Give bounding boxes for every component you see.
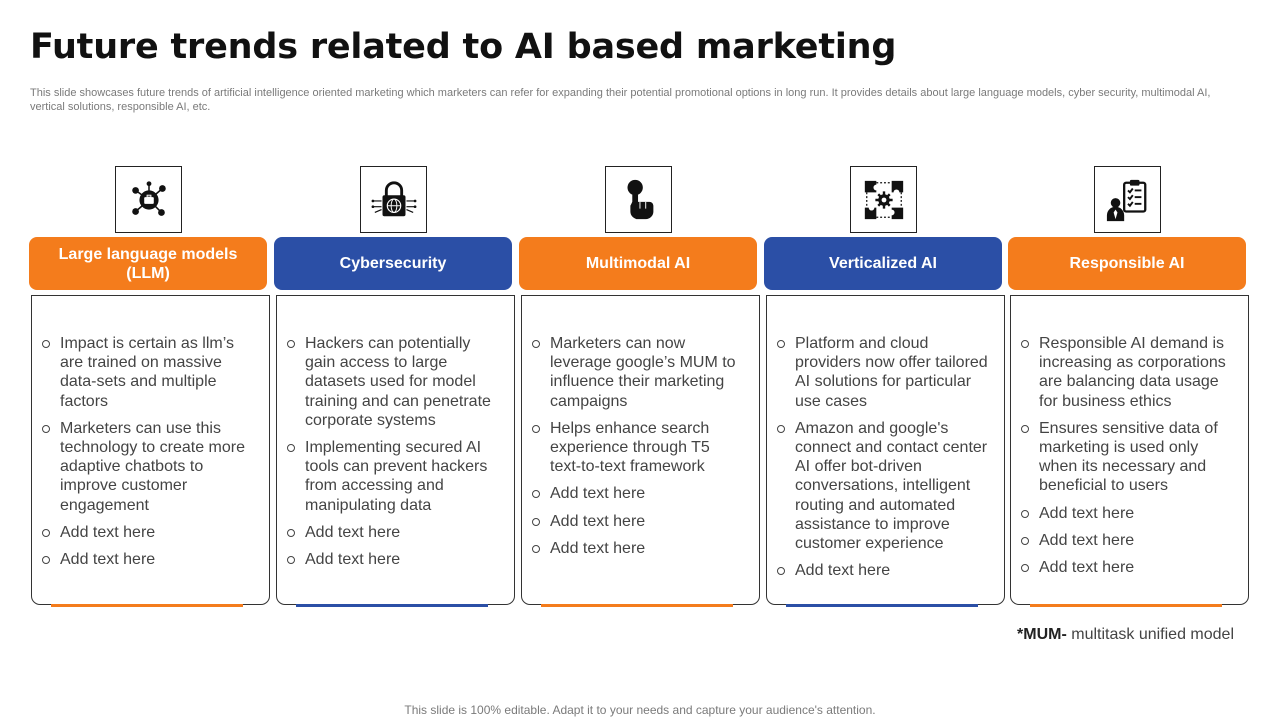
network-briefcase-icon — [115, 166, 182, 233]
bullet-text: Helps enhance search experience through … — [550, 419, 710, 476]
bullet-text: Platform and cloud providers now offer t… — [795, 335, 988, 410]
trend-column-verticalized-ai: Verticalized AI Platform and cloud provi… — [764, 166, 1005, 611]
list-item: Add text here — [1021, 558, 1234, 577]
trend-body-verticalized-ai: Platform and cloud providers now offer t… — [766, 295, 1005, 605]
list-item: Marketers can use this technology to cre… — [42, 419, 255, 515]
bullet-text: Marketers can now leverage google’s MUM … — [550, 335, 736, 410]
footer-note: This slide is 100% editable. Adapt it to… — [404, 703, 876, 717]
accent-bar — [1030, 604, 1222, 607]
trend-body-llm: Impact is certain as llm’s are trained o… — [31, 295, 270, 605]
list-item: Platform and cloud providers now offer t… — [777, 334, 990, 411]
bullet-text: Add text here — [795, 562, 891, 580]
trend-body-responsible-ai: Responsible AI demand is increasing as c… — [1010, 295, 1249, 605]
bullet-text: Add text here — [1039, 531, 1135, 549]
bullet-text: Add text here — [305, 523, 401, 541]
trend-body-cybersecurity: Hackers can potentially gain access to l… — [276, 295, 515, 605]
bullet-text: Add text here — [1039, 504, 1135, 522]
list-item: Add text here — [42, 523, 255, 542]
list-item: Add text here — [777, 561, 990, 580]
bullet-text: Marketers can use this technology to cre… — [60, 419, 245, 514]
bullet-text: Add text here — [550, 485, 646, 503]
list-item: Implementing secured AI tools can preven… — [287, 438, 500, 515]
puzzle-gear-icon — [850, 166, 917, 233]
trend-column-llm: Large language models (LLM) Impact is ce… — [29, 166, 270, 611]
bullet-text: Amazon and google's connect and contact … — [795, 419, 988, 553]
list-item: Add text here — [287, 550, 500, 569]
trend-header-verticalized-ai: Verticalized AI — [764, 237, 1002, 290]
trend-header-llm: Large language models (LLM) — [29, 237, 267, 290]
bullet-text: Add text here — [60, 523, 156, 541]
list-item: Add text here — [532, 484, 745, 503]
footnote: *MUM- multitask unified model — [1017, 626, 1234, 644]
accent-bar — [51, 604, 243, 607]
footnote-definition: multitask unified model — [1066, 626, 1234, 643]
list-item: Ensures sensitive data of marketing is u… — [1021, 419, 1234, 496]
bullet-text: Hackers can potentially gain access to l… — [305, 335, 491, 429]
bullet-text: Add text here — [60, 551, 156, 569]
trend-body-multimodal-ai: Marketers can now leverage google’s MUM … — [521, 295, 760, 605]
accent-bar — [786, 604, 978, 607]
trend-header-cybersecurity: Cybersecurity — [274, 237, 512, 290]
bullet-text: Ensures sensitive data of marketing is u… — [1039, 419, 1218, 495]
list-item: Responsible AI demand is increasing as c… — [1021, 334, 1234, 411]
bullet-text: Implementing secured AI tools can preven… — [305, 439, 488, 514]
hand-pointer-icon — [605, 166, 672, 233]
list-item: Amazon and google's connect and contact … — [777, 419, 990, 553]
person-clipboard-icon — [1094, 166, 1161, 233]
page-subtitle: This slide showcases future trends of ar… — [30, 87, 1211, 113]
list-item: Helps enhance search experience through … — [532, 419, 745, 477]
trend-column-multimodal-ai: Multimodal AI Marketers can now leverage… — [519, 166, 760, 611]
trend-column-responsible-ai: Responsible AI Responsible AI demand is … — [1008, 166, 1249, 611]
bullet-text: Add text here — [550, 512, 646, 530]
accent-bar — [296, 604, 488, 607]
list-item: Add text here — [532, 512, 745, 531]
trend-header-multimodal-ai: Multimodal AI — [519, 237, 757, 290]
list-item: Marketers can now leverage google’s MUM … — [532, 334, 745, 411]
bullet-text: Add text here — [305, 551, 401, 569]
list-item: Impact is certain as llm’s are trained o… — [42, 334, 255, 411]
bullet-text: Add text here — [1039, 559, 1135, 577]
page-title: Future trends related to AI based market… — [30, 27, 897, 67]
bullet-text: Add text here — [550, 539, 646, 557]
list-item: Add text here — [532, 539, 745, 558]
padlock-globe-icon — [360, 166, 427, 233]
trend-header-responsible-ai: Responsible AI — [1008, 237, 1246, 290]
list-item: Add text here — [1021, 531, 1234, 550]
footnote-term: *MUM- — [1017, 626, 1067, 643]
list-item: Hackers can potentially gain access to l… — [287, 334, 500, 430]
list-item: Add text here — [42, 550, 255, 569]
accent-bar — [541, 604, 733, 607]
trend-column-cybersecurity: Cybersecurity Hackers can potentially ga… — [274, 166, 515, 611]
list-item: Add text here — [1021, 504, 1234, 523]
bullet-text: Impact is certain as llm’s are trained o… — [60, 335, 234, 410]
list-item: Add text here — [287, 523, 500, 542]
bullet-text: Responsible AI demand is increasing as c… — [1039, 335, 1226, 410]
